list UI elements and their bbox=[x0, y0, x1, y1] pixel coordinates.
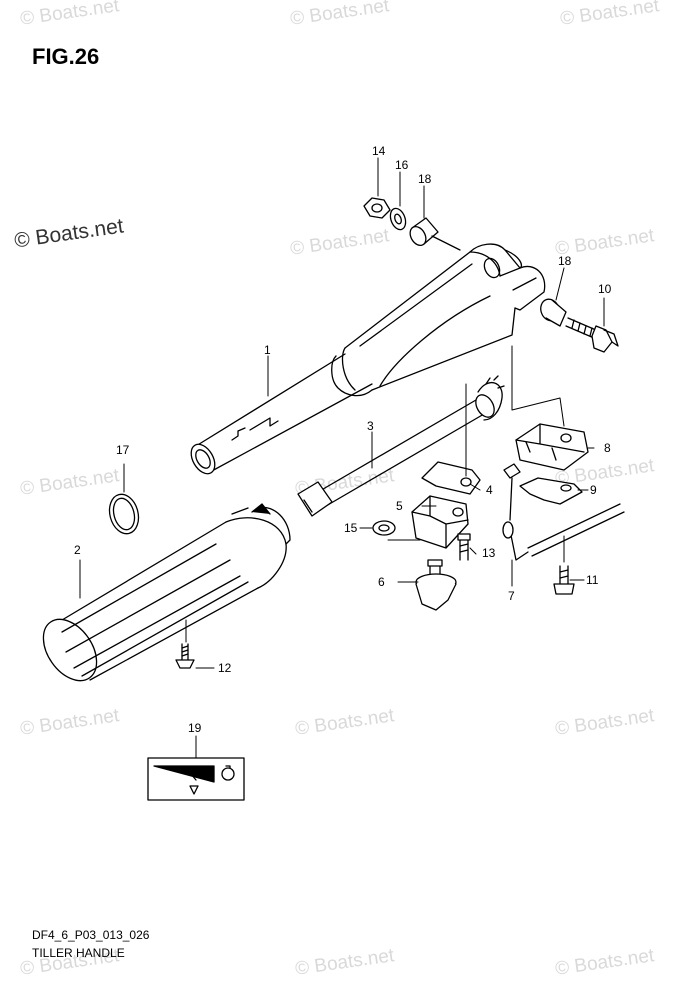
leader-lines bbox=[79, 157, 605, 759]
callout-4: 4 bbox=[486, 483, 493, 497]
callout-1: 1 bbox=[264, 343, 271, 357]
stop-switch-cable-part bbox=[502, 463, 625, 561]
tiller-handle-part bbox=[190, 243, 546, 475]
bracket-part bbox=[519, 477, 583, 505]
callout-10: 10 bbox=[598, 282, 612, 296]
callout-18: 18 bbox=[418, 172, 432, 186]
callout-19: 19 bbox=[188, 721, 202, 735]
screw-part bbox=[175, 643, 195, 669]
grip-part bbox=[42, 503, 291, 682]
callout-5: 5 bbox=[396, 499, 403, 513]
callout-13: 13 bbox=[482, 546, 496, 560]
switch-part bbox=[515, 423, 589, 471]
callout-7: 7 bbox=[508, 589, 515, 603]
plate-part bbox=[421, 461, 481, 495]
callout-labels: 14 16 18 18 10 1 3 4 5 15 13 6 8 9 7 11 … bbox=[74, 144, 612, 735]
lock-washer-part bbox=[372, 520, 396, 536]
callout-2: 2 bbox=[74, 543, 81, 557]
callout-12: 12 bbox=[218, 661, 232, 675]
nut-part bbox=[363, 197, 391, 219]
figure-code: DF4_6_P03_013_026 bbox=[32, 928, 150, 942]
screw-part bbox=[457, 533, 471, 561]
callout-11: 11 bbox=[586, 573, 599, 587]
figure-title: FIG.26 bbox=[32, 44, 100, 69]
throttle-shaft-part bbox=[297, 375, 505, 517]
washer-part bbox=[389, 207, 407, 231]
bushing-part bbox=[540, 298, 567, 327]
callout-14: 14 bbox=[372, 144, 386, 158]
adjusting-knob-part bbox=[415, 559, 457, 611]
bolt-part bbox=[565, 317, 619, 353]
bushing-part bbox=[409, 217, 439, 246]
figure-name: TILLER HANDLE bbox=[32, 946, 125, 960]
label-plate-part bbox=[147, 757, 245, 801]
callout-6: 6 bbox=[378, 575, 385, 589]
o-ring-part bbox=[108, 493, 140, 535]
callout-18: 18 bbox=[558, 254, 572, 268]
callout-17: 17 bbox=[116, 443, 130, 457]
bolt-part bbox=[553, 565, 575, 595]
callout-9: 9 bbox=[590, 483, 597, 497]
callout-16: 16 bbox=[395, 158, 409, 172]
callout-3: 3 bbox=[367, 419, 374, 433]
callout-8: 8 bbox=[604, 441, 611, 455]
stopper-part bbox=[411, 495, 469, 549]
callout-15: 15 bbox=[344, 521, 358, 535]
